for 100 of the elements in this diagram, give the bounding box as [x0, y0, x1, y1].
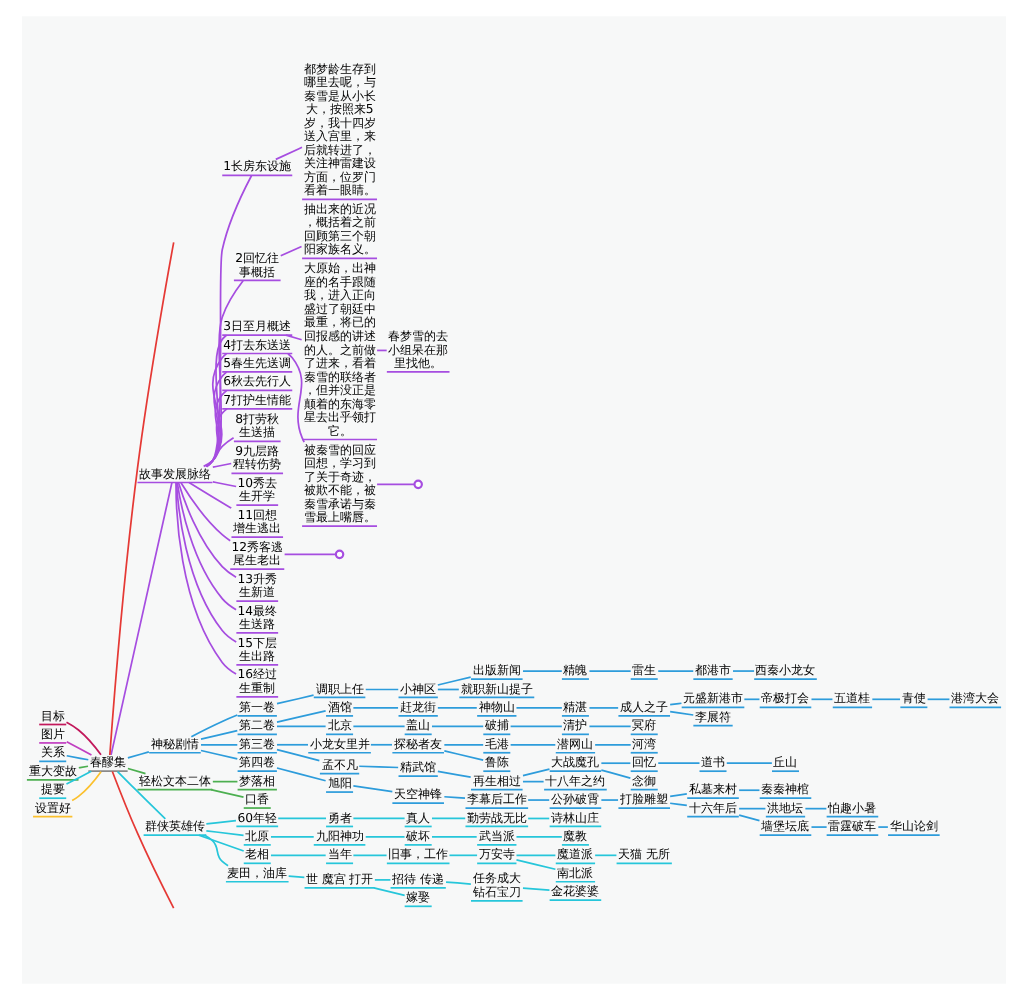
connector [270, 854, 327, 857]
connector [509, 743, 557, 746]
connector [448, 854, 478, 857]
connector [180, 481, 232, 542]
connector [205, 819, 237, 825]
connector [279, 245, 303, 257]
connector [443, 743, 485, 746]
connector [374, 879, 392, 881]
connector [437, 688, 460, 691]
connector [175, 481, 238, 643]
connector [804, 807, 828, 810]
connector [431, 836, 478, 838]
node-circle [413, 479, 423, 490]
connector [522, 670, 563, 672]
connector [810, 826, 828, 828]
connector [871, 698, 901, 701]
connector [527, 799, 551, 801]
connector [364, 836, 406, 838]
connector [738, 814, 761, 822]
connector [669, 802, 688, 807]
connector [669, 710, 695, 716]
connector [515, 854, 557, 857]
connector [376, 483, 416, 486]
connector [210, 788, 245, 799]
connector [738, 807, 767, 810]
connector [443, 749, 485, 762]
connector [352, 854, 388, 857]
connector [276, 767, 327, 782]
connector [211, 462, 233, 469]
connector [65, 721, 102, 756]
connector [127, 751, 150, 759]
connector [211, 780, 239, 783]
connector [276, 725, 327, 728]
connector [108, 241, 175, 756]
connector [65, 754, 90, 761]
connector [431, 725, 485, 728]
connector [276, 694, 315, 705]
connector [352, 785, 394, 793]
connector [65, 770, 93, 785]
connector [65, 740, 93, 756]
connector [657, 762, 701, 765]
connector [515, 836, 563, 838]
connector [211, 480, 237, 488]
connector [515, 707, 563, 709]
connector [732, 670, 755, 672]
connector [71, 770, 102, 802]
connector [200, 743, 239, 746]
connector [594, 854, 618, 857]
connector [287, 875, 306, 879]
connector [743, 698, 761, 701]
connector [270, 836, 315, 838]
connector [588, 670, 632, 672]
connector [276, 748, 321, 762]
connector [205, 279, 244, 468]
connector [588, 707, 619, 709]
connector [373, 887, 406, 897]
connector [522, 780, 545, 783]
connector [176, 481, 237, 611]
connector [445, 881, 472, 885]
connector [437, 770, 472, 779]
connector [175, 481, 237, 675]
connector [877, 826, 889, 828]
connector [600, 762, 632, 765]
connector [198, 834, 245, 852]
connector [522, 887, 551, 892]
connector [277, 817, 327, 820]
connector [276, 710, 327, 723]
connector [274, 146, 303, 161]
connector [600, 769, 632, 779]
connector [276, 743, 309, 746]
connector [205, 389, 228, 468]
connector [527, 817, 551, 820]
connector [437, 676, 472, 686]
connector [77, 765, 89, 769]
connector [358, 765, 400, 769]
connector [588, 725, 632, 728]
connector [522, 768, 551, 777]
connector [110, 482, 173, 756]
connector [657, 670, 695, 672]
connector [509, 725, 563, 728]
connector [669, 793, 688, 798]
connector [200, 729, 239, 740]
connector [190, 714, 239, 738]
connector [283, 553, 337, 556]
connector [287, 352, 305, 444]
connector [177, 481, 237, 579]
connector [725, 762, 773, 765]
connector [515, 858, 557, 871]
connector [669, 702, 683, 706]
connector [352, 707, 399, 709]
connector [443, 795, 466, 799]
connector [203, 834, 229, 867]
connector [205, 408, 228, 468]
connector [926, 698, 951, 701]
connector [370, 743, 393, 746]
connector [594, 743, 632, 746]
connector [352, 725, 406, 728]
connector [127, 767, 147, 775]
connector [285, 334, 303, 341]
connector [111, 770, 175, 909]
